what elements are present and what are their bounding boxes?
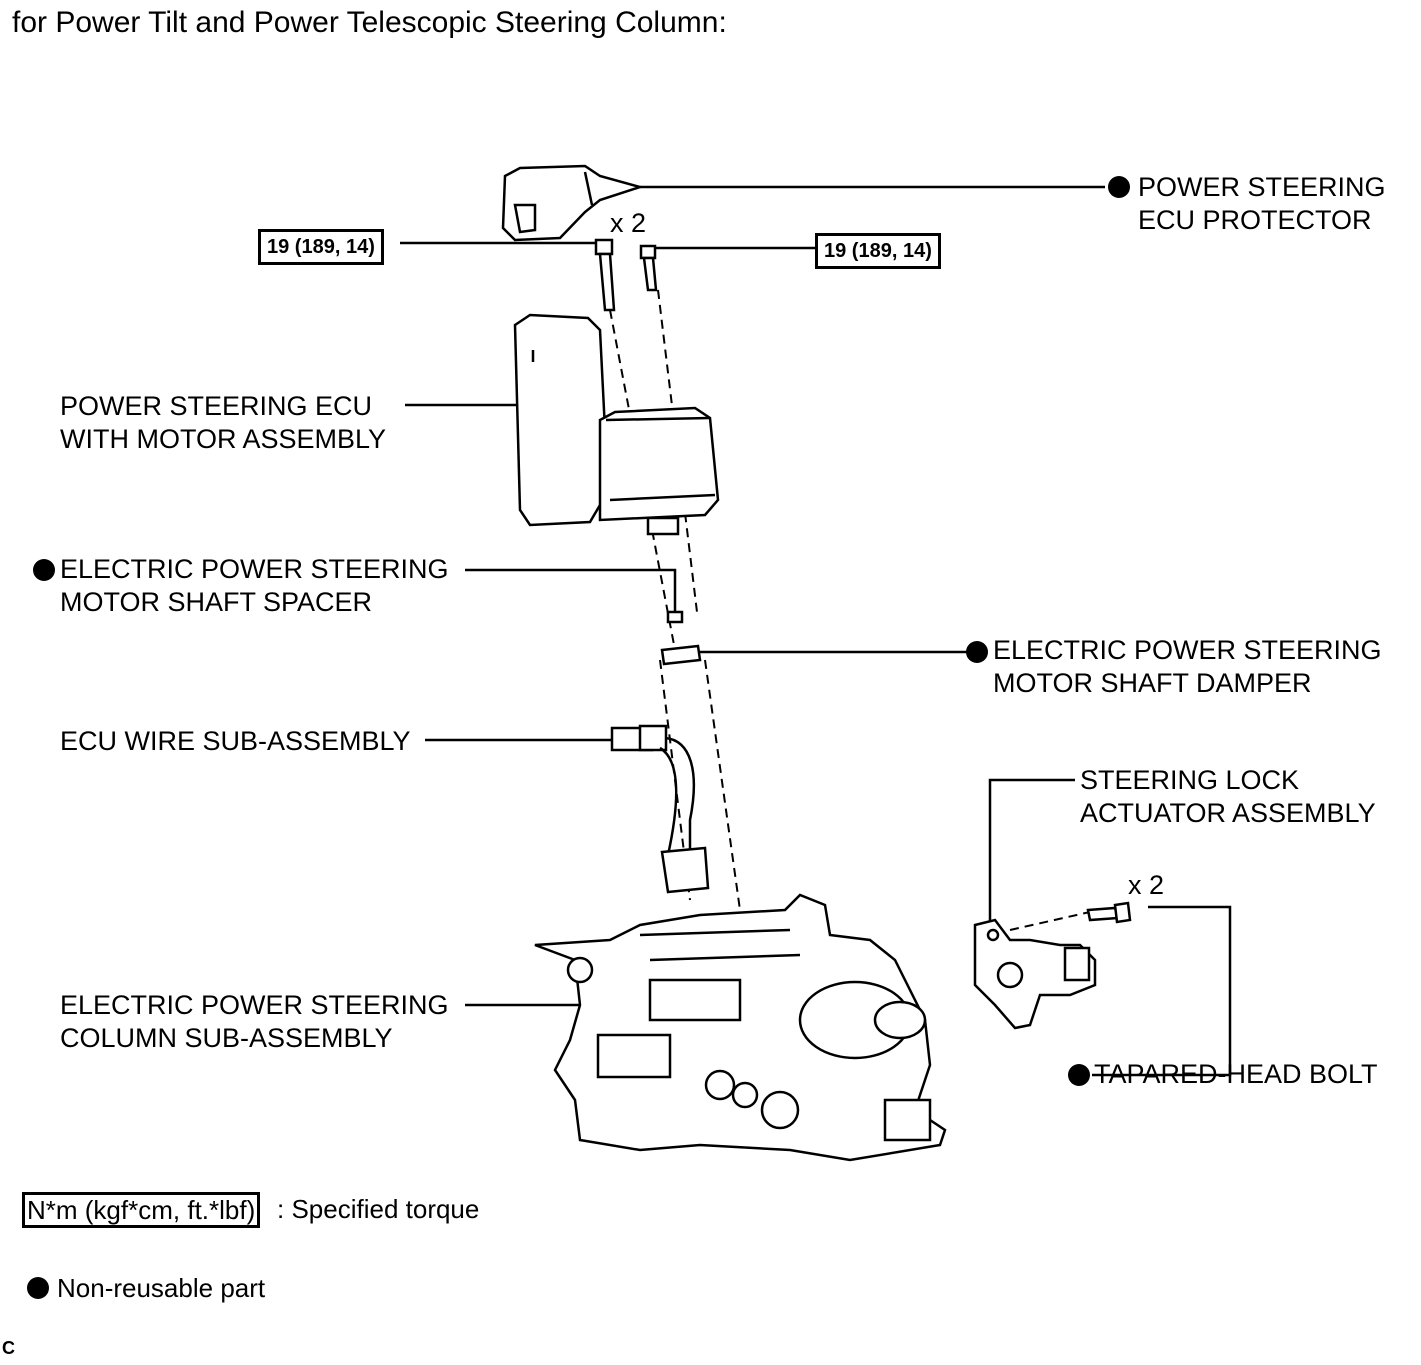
ecu-motor-shape bbox=[513, 313, 720, 536]
label-tapered-bolt: TAPARED-HEAD BOLT bbox=[1094, 1059, 1378, 1089]
torque-spec-right: 19 (189, 14) bbox=[815, 233, 941, 269]
label-column-line1: ELECTRIC POWER STEERING bbox=[60, 990, 449, 1020]
tapered-head-bolt-shape bbox=[1086, 901, 1132, 924]
nonreusable-dot bbox=[33, 559, 55, 581]
label-ecu-motor-line2: WITH MOTOR ASSEMBLY bbox=[60, 424, 387, 454]
label-spacer-line2: MOTOR SHAFT SPACER bbox=[60, 587, 373, 617]
torque-spec-left: 19 (189, 14) bbox=[258, 229, 384, 265]
label-damper-line1: ELECTRIC POWER STEERING bbox=[993, 635, 1382, 665]
leader-lock-actuator bbox=[988, 778, 1075, 922]
upper-bolts bbox=[594, 238, 658, 312]
shaft-spacer-shape bbox=[666, 610, 684, 624]
legend-nonreusable-dot bbox=[27, 1277, 49, 1299]
label-ecu-protector-line2: ECU PROTECTOR bbox=[1138, 205, 1372, 235]
qty-bolts-right: x 2 bbox=[1128, 870, 1165, 900]
nonreusable-dot bbox=[1068, 1064, 1090, 1086]
nonreusable-dot bbox=[1108, 176, 1130, 198]
legend-nonreusable-text: Non-reusable part bbox=[57, 1273, 266, 1303]
qty-bolts-top: x 2 bbox=[610, 208, 647, 238]
corner-code: C bbox=[2, 1338, 15, 1358]
legend-torque-unit: N*m (kgf*cm, ft.*lbf) bbox=[22, 1192, 261, 1228]
label-lock-line1: STEERING LOCK bbox=[1080, 765, 1300, 795]
leader-spacer bbox=[465, 568, 677, 612]
label-damper-line2: MOTOR SHAFT DAMPER bbox=[993, 668, 1312, 698]
label-lock-line2: ACTUATOR ASSEMBLY bbox=[1080, 798, 1376, 828]
label-spacer-line1: ELECTRIC POWER STEERING bbox=[60, 554, 449, 584]
nonreusable-dot bbox=[966, 641, 988, 663]
page-title: for Power Tilt and Power Telescopic Stee… bbox=[12, 6, 727, 39]
steering-lock-actuator-shape bbox=[973, 918, 1097, 1030]
label-ecu-wire: ECU WIRE SUB-ASSEMBLY bbox=[60, 726, 411, 756]
shaft-damper-shape bbox=[660, 644, 702, 666]
ecu-protector-shape bbox=[501, 164, 645, 242]
label-column-line2: COLUMN SUB-ASSEMBLY bbox=[60, 1023, 393, 1053]
label-ecu-protector-line1: POWER STEERING bbox=[1138, 172, 1386, 202]
leader-tapered-bolt bbox=[1092, 905, 1232, 1077]
steering-column-shape bbox=[534, 893, 947, 1162]
label-ecu-motor-line1: POWER STEERING ECU bbox=[60, 391, 373, 421]
legend-torque-desc: : Specified torque bbox=[277, 1194, 480, 1224]
ecu-wire-shape bbox=[610, 724, 710, 894]
